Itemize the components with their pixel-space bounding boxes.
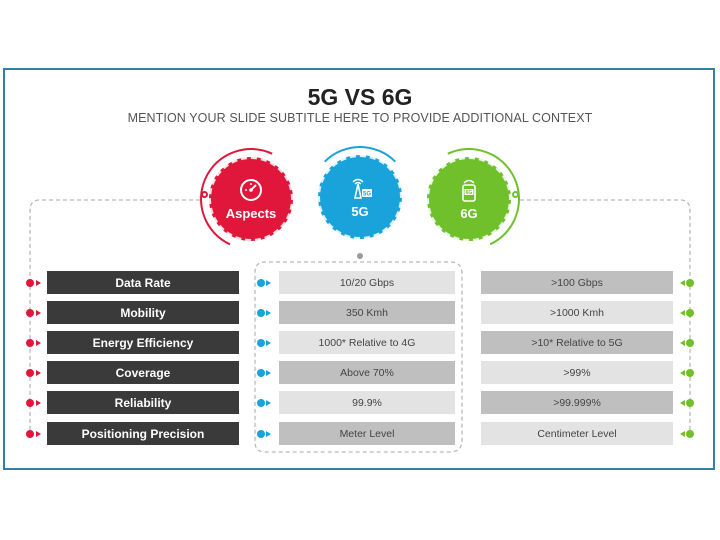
5g-value: 1000* Relative to 4G bbox=[279, 331, 455, 354]
5g-value: Above 70% bbox=[279, 361, 455, 384]
5g-label: 5G bbox=[351, 203, 369, 219]
aspect-label: Energy Efficiency bbox=[47, 331, 239, 354]
cell-tower-5g-icon: 5G bbox=[352, 178, 372, 199]
5g-value: 99.9% bbox=[279, 391, 455, 414]
5g-circle: 5G 5G bbox=[309, 146, 411, 248]
aspect-label: Mobility bbox=[47, 301, 239, 324]
5g-value: 350 Kmh bbox=[279, 301, 455, 324]
6g-value: Centimeter Level bbox=[481, 422, 673, 445]
aspect-label: Reliability bbox=[47, 391, 239, 414]
6g-label: 6G bbox=[460, 205, 478, 221]
aspect-label: Positioning Precision bbox=[47, 422, 239, 445]
slide-subtitle: MENTION YOUR SLIDE SUBTITLE HERE TO PROV… bbox=[127, 111, 593, 125]
aspect-label: Data Rate bbox=[47, 271, 239, 294]
6g-value: >10* Relative to 5G bbox=[481, 331, 673, 354]
aspects-circle: Aspects bbox=[185, 133, 317, 265]
svg-text:5G: 5G bbox=[363, 191, 371, 197]
aspects-label: Aspects bbox=[225, 205, 277, 221]
speedometer-icon bbox=[240, 178, 262, 201]
6g-value: >100 Gbps bbox=[481, 271, 673, 294]
aspect-label: Coverage bbox=[47, 361, 239, 384]
slide-title: 5G VS 6G bbox=[307, 84, 413, 110]
6g-value: >99.999% bbox=[481, 391, 673, 414]
6g-value: >99% bbox=[481, 361, 673, 384]
6g-value: >1000 Kmh bbox=[481, 301, 673, 324]
svg-text:6G: 6G bbox=[466, 190, 473, 196]
5g-value: Meter Level bbox=[279, 422, 455, 445]
6g-circle: 6G 6G bbox=[403, 133, 535, 265]
phone-6g-icon: 6G bbox=[462, 179, 476, 202]
5g-value: 10/20 Gbps bbox=[279, 271, 455, 294]
